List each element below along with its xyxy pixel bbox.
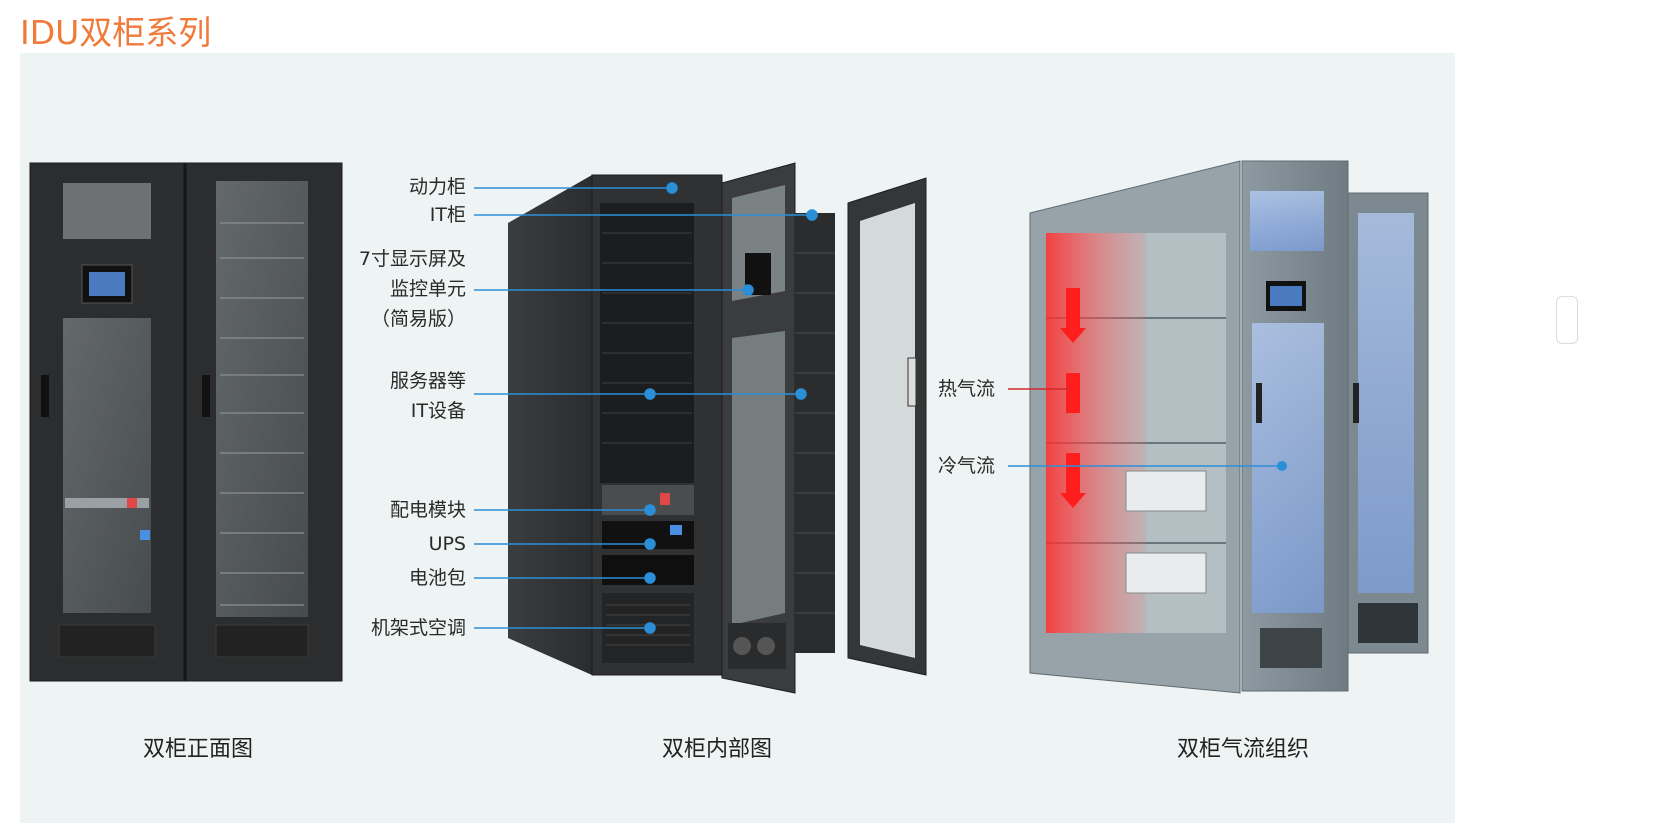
- front-view-cabinets: [29, 162, 343, 682]
- page-title: IDU双柜系列: [20, 13, 212, 52]
- airflow-callout-lines: [1008, 388, 1287, 471]
- label-display-line3: （简易版）: [370, 308, 466, 330]
- label-display-line1: 7寸显示屏及: [358, 248, 466, 270]
- diagram-illustration: [29, 160, 1429, 694]
- label-hot-airflow: 热气流: [938, 378, 996, 400]
- label-ups: UPS: [428, 533, 466, 555]
- label-servers-line1: 服务器等: [389, 370, 466, 392]
- label-power-cabinet: 动力柜: [408, 176, 466, 198]
- label-cold-airflow: 冷气流: [938, 455, 996, 477]
- label-servers-line2: IT设备: [410, 400, 466, 422]
- label-battery: 电池包: [408, 567, 466, 589]
- label-display-line2: 监控单元: [389, 278, 466, 300]
- label-rack-ac: 机架式空调: [370, 617, 466, 639]
- caption-front-view: 双柜正面图: [142, 737, 253, 762]
- caption-inside-view: 双柜内部图: [661, 737, 772, 762]
- inside-view-cabinets: [508, 162, 927, 694]
- airflow-view-cabinets: [1029, 160, 1429, 694]
- inside-callout-lines: [474, 182, 818, 634]
- side-scroll-tab[interactable]: [1556, 296, 1578, 344]
- label-it-cabinet: IT柜: [429, 204, 466, 226]
- caption-airflow-view: 双柜气流组织: [1176, 737, 1309, 762]
- diagram-panel: 动力柜 IT柜 7寸显示屏及 监控单元 （简易版） 服务器等 IT设备 配电模块…: [20, 53, 1455, 823]
- label-pdu: 配电模块: [389, 499, 466, 521]
